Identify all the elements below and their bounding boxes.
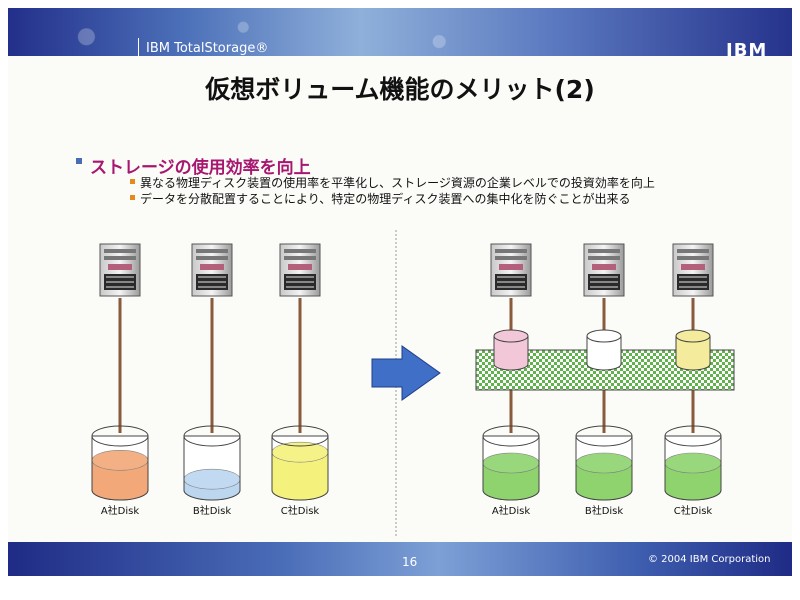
disk-label: C社Disk: [674, 504, 713, 517]
disk-label: B社Disk: [193, 504, 232, 517]
server-icon: [99, 243, 141, 297]
page-number: 16: [402, 555, 418, 569]
server-icon: [279, 243, 321, 297]
footer-banner: 16 © 2004 IBM Corporation: [8, 542, 792, 576]
copyright: © 2004 IBM Corporation: [648, 554, 771, 565]
brand-label: IBM TotalStorage®: [146, 41, 269, 56]
disk-fill-level: [184, 479, 240, 500]
sub-bullet-text: データを分散配置することにより、特定の物理ディスク装置への集中化を防ぐことが出来…: [140, 192, 631, 206]
disk-fill-level: [272, 452, 328, 500]
server-icon: [191, 243, 233, 297]
diagram: A社Disk B社Disk C社Disk A社Disk B社Disk C社Disk: [91, 230, 735, 536]
disk-label: C社Disk: [281, 504, 320, 517]
sub-bullet-marker: [130, 195, 135, 200]
disk-cylinder: B社Disk: [183, 425, 241, 517]
disk-cylinder: B社Disk: [575, 425, 633, 517]
bullet-heading-text: ストレージの使用効率を向上: [90, 158, 311, 178]
disk-cylinder: A社Disk: [482, 425, 540, 517]
slide-title: 仮想ボリューム機能のメリット(2): [205, 75, 595, 104]
disk-fill-level: [483, 463, 539, 500]
disk-fill-level: [576, 463, 632, 500]
disk-cylinder: C社Disk: [664, 425, 722, 517]
sub-bullet-marker: [130, 179, 135, 184]
disk-cylinder: C社Disk: [271, 425, 329, 517]
disk-fill-level: [92, 460, 148, 500]
transition-arrow: [371, 345, 441, 401]
server-icon: [490, 243, 532, 297]
sub-bullet: データを分散配置することにより、特定の物理ディスク装置への集中化を防ぐことが出来…: [130, 190, 631, 207]
virtual-volume-cylinder: [675, 329, 711, 371]
slide: IBM TotalStorage® IBM 仮想ボリューム機能のメリット(2) …: [8, 8, 792, 576]
header-banner: IBM TotalStorage® IBM: [8, 8, 792, 61]
disk-label: A社Disk: [101, 504, 140, 517]
bullet-marker: [76, 158, 82, 164]
sub-bullet-text: 異なる物理ディスク装置の使用率を平準化し、ストレージ資源の企業レベルでの投資効率…: [140, 176, 655, 190]
disk-cylinder: A社Disk: [91, 425, 149, 517]
disk-label: A社Disk: [492, 504, 531, 517]
ibm-logo: IBM: [726, 40, 768, 61]
header-separator: [138, 38, 139, 56]
server-icon: [583, 243, 625, 297]
disk-fill-level: [665, 463, 721, 500]
bullet-heading: ストレージの使用効率を向上: [76, 153, 311, 178]
virtual-volume-cylinder: [586, 329, 622, 371]
virtual-volume-cylinder: [493, 329, 529, 371]
disk-label: B社Disk: [585, 504, 624, 517]
sub-bullet: 異なる物理ディスク装置の使用率を平準化し、ストレージ資源の企業レベルでの投資効率…: [130, 174, 655, 191]
server-icon: [672, 243, 714, 297]
